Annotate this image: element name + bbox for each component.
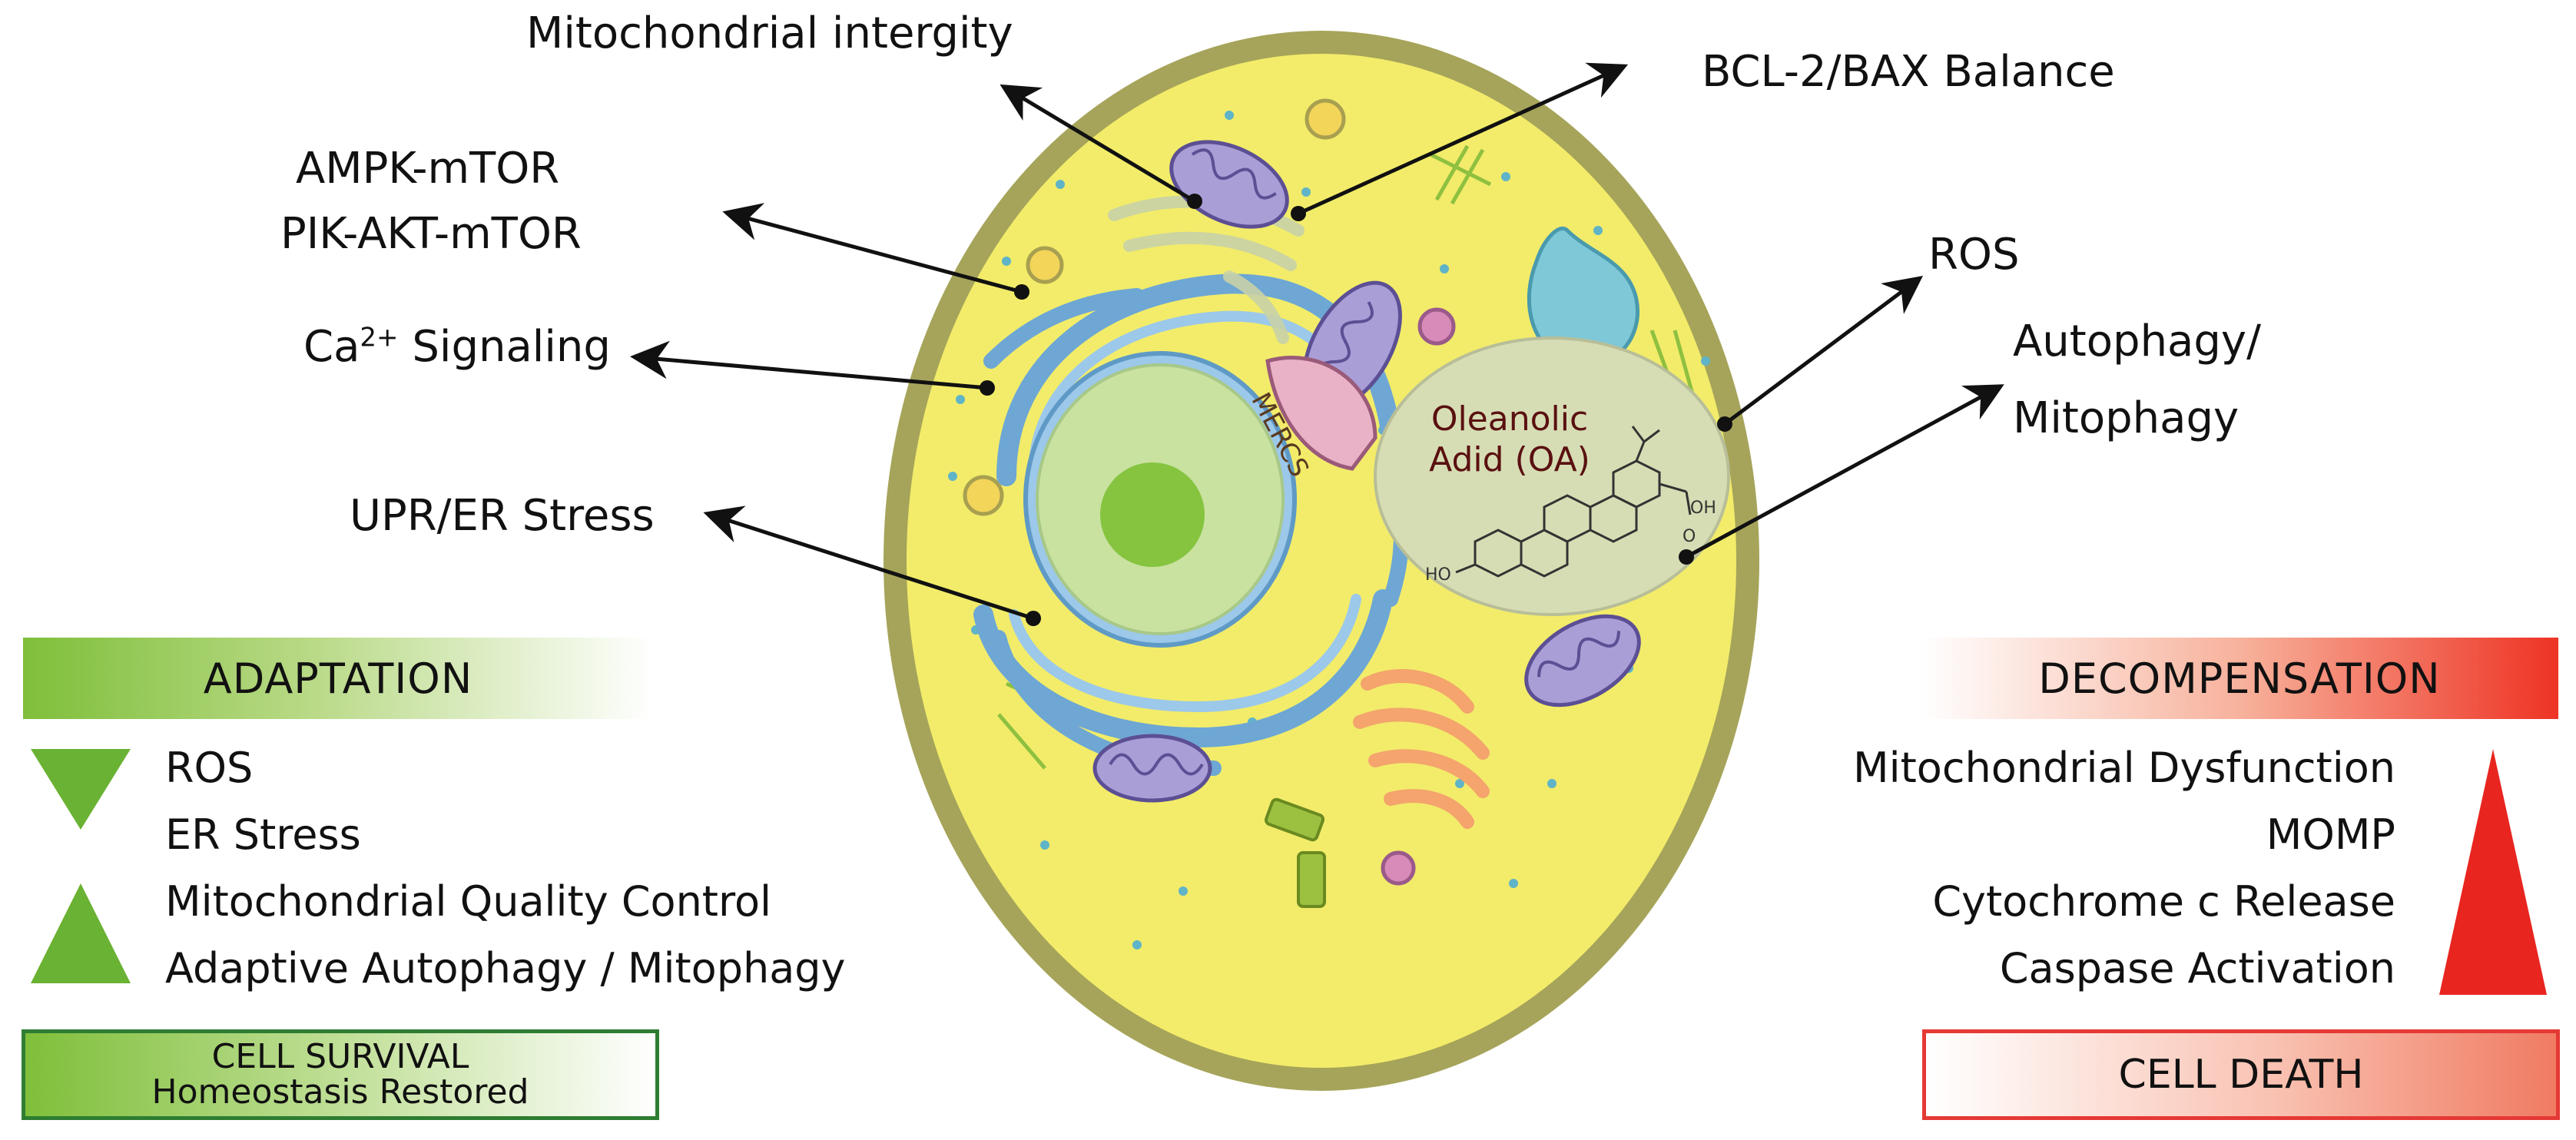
label-pik-akt-mtor: PIK-AKT-mTOR	[280, 209, 582, 259]
label-ampk-mtor: AMPK-mTOR	[296, 144, 560, 194]
label-autophagy-line1: Autophagy/	[2013, 316, 2261, 366]
cell-death-title: CELL DEATH	[2118, 1052, 2364, 1098]
decompensation-item: MOMP	[2266, 810, 2395, 859]
nucleolus	[1100, 462, 1205, 567]
oa-label-line2: Adid (OA)	[1429, 439, 1590, 479]
decompensation-title: DECOMPENSATION	[2038, 654, 2441, 703]
mercs-contact	[1265, 356, 1378, 471]
oa-molecule	[1455, 426, 1692, 578]
oa-o-label: O	[1683, 527, 1696, 546]
label-ca-superscript: 2+	[360, 322, 399, 353]
oa-oh-label: OH	[1690, 499, 1716, 518]
golgi-apparatus	[1353, 669, 1490, 829]
decompensation-item: Cytochrome c Release	[1932, 877, 2395, 926]
cell-survival-title: CELL SURVIVAL	[211, 1036, 469, 1076]
label-ca-prefix: Ca	[303, 322, 360, 372]
decompensation-item: Caspase Activation	[1999, 944, 2395, 993]
oa-region	[1374, 336, 1730, 616]
oa-label: Oleanolic Adid (OA)	[1406, 399, 1613, 481]
adaptation-title: ADAPTATION	[203, 654, 473, 703]
adaptation-band: ADAPTATION	[23, 638, 653, 719]
arrow-origin-dots	[980, 194, 1732, 626]
vesicles	[963, 98, 1456, 886]
adapt-up-triangle	[31, 883, 131, 983]
decompensation-band: DECOMPENSATION	[1921, 638, 2558, 719]
centriole	[1264, 797, 1326, 908]
decompensation-item: Mitochondrial Dysfunction	[1853, 744, 2395, 792]
cell-death-box: CELL DEATH	[1922, 1029, 2560, 1120]
oa-ho-label: HO	[1425, 565, 1451, 585]
adaptation-item: ER Stress	[165, 810, 361, 859]
label-ca-signaling: Ca2+ Signaling	[303, 322, 611, 372]
cell-survival-subtitle: Homeostasis Restored	[151, 1072, 529, 1112]
adaptation-item: Mitochondrial Quality Control	[165, 877, 772, 926]
adaptation-item: ROS	[165, 744, 254, 792]
decomp-up-triangle	[2439, 749, 2547, 995]
label-autophagy-line2: Mitophagy	[2013, 393, 2239, 443]
label-mito-integrity: Mitochondrial intergity	[526, 8, 1013, 58]
label-ca-suffix: Signaling	[398, 322, 611, 372]
label-upr-er: UPR/ER Stress	[350, 491, 655, 541]
adaptation-item: Adaptive Autophagy / Mitophagy	[165, 944, 846, 993]
mitochondria	[1092, 140, 1641, 803]
annotation-arrows	[630, 62, 2004, 621]
adapt-down-triangle	[31, 749, 131, 830]
label-ros-top: ROS	[1928, 230, 2020, 280]
label-bcl2-bax: BCL-2/BAX Balance	[1702, 47, 2115, 97]
cell-survival-box: CELL SURVIVAL Homeostasis Restored	[22, 1029, 659, 1120]
oa-label-line1: Oleanolic	[1431, 399, 1589, 439]
vacuole	[1527, 227, 1639, 366]
